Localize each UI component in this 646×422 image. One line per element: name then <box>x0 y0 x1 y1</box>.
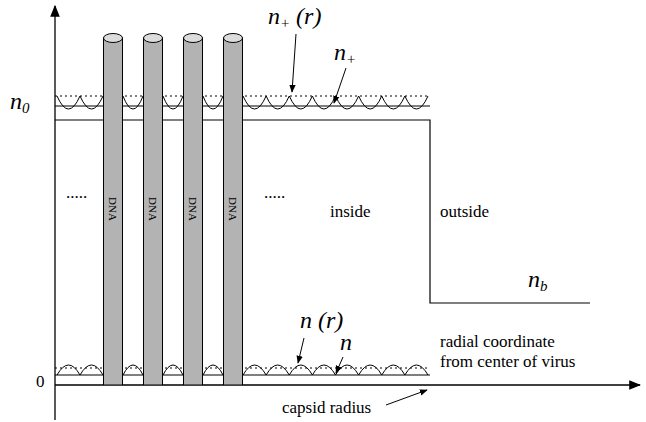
y-axis <box>54 6 55 420</box>
local-density-curve <box>289 96 312 109</box>
dna-label: DNA <box>147 197 159 221</box>
local-density-curve <box>382 96 405 109</box>
local-density-curve <box>243 96 266 109</box>
local-density-curve <box>123 365 143 375</box>
local-density-curve <box>123 96 143 109</box>
cylinder-top <box>224 34 243 43</box>
symbol: n <box>334 39 346 65</box>
concentration-step <box>55 120 590 303</box>
local-density-curve <box>80 96 103 109</box>
cylinder-body <box>184 38 203 385</box>
dna-label: DNA <box>227 197 239 221</box>
density-label: n <box>340 328 352 357</box>
local-density-curve <box>405 96 428 109</box>
region-label: outside <box>440 202 489 222</box>
subscript: b <box>540 278 547 294</box>
leader-arrow <box>292 34 296 92</box>
leader-arrow <box>298 338 304 363</box>
local-density-curve <box>382 365 405 375</box>
argument: (r) <box>290 3 321 29</box>
density-label: n (r) <box>300 306 343 335</box>
symbol: n <box>268 3 280 29</box>
local-density-curve <box>336 96 359 109</box>
local-density-curve <box>266 96 289 109</box>
region-label: inside <box>330 202 371 222</box>
density-label: n+ (r) <box>268 2 321 31</box>
cylinder-top <box>104 34 123 43</box>
cylinder-body <box>224 38 243 385</box>
dna-cylinder: DNA <box>103 33 123 385</box>
local-density-curve <box>336 365 359 375</box>
local-density-curve <box>243 365 266 375</box>
dna-label: DNA <box>107 197 119 221</box>
leader-arrow <box>386 390 427 405</box>
local-density-curve <box>405 365 428 375</box>
local-density-curve <box>57 365 80 375</box>
local-density-curve <box>203 365 223 375</box>
dna-cylinder: DNA <box>183 33 203 385</box>
local-density-curve <box>57 96 80 109</box>
cylinder-top <box>184 34 203 43</box>
local-density-curve <box>289 365 312 375</box>
density-label: nb <box>528 265 547 294</box>
local-density-curve <box>312 96 335 109</box>
axis-value: 0 <box>36 372 45 392</box>
local-density-curve <box>359 365 382 375</box>
cylinder-body <box>104 38 123 385</box>
symbol: n <box>10 88 22 114</box>
cylinder-body <box>144 38 163 385</box>
density-label: n+ <box>334 38 356 67</box>
local-density-curve <box>203 96 223 109</box>
local-density-curve <box>312 365 335 375</box>
leader-arrow <box>336 357 343 373</box>
ellipsis-mark: ..... <box>264 183 285 203</box>
local-density-curve <box>163 365 183 375</box>
subscript: + <box>346 51 356 67</box>
local-density-curve <box>163 96 183 109</box>
axis-value: n0 <box>10 87 29 116</box>
dna-label: DNA <box>187 197 199 221</box>
axis-title: radial coordinate from center of virus <box>440 332 586 373</box>
local-density-curve <box>266 365 289 375</box>
local-density-curve <box>359 96 382 109</box>
local-density-curve <box>80 365 103 375</box>
dna-cylinder: DNA <box>223 33 243 385</box>
annotation: capsid radius <box>282 398 371 418</box>
subscript: 0 <box>22 100 29 116</box>
x-axis <box>55 384 640 385</box>
dna-cylinder: DNA <box>143 33 163 385</box>
symbol: n <box>528 266 540 292</box>
subscript: + <box>280 15 290 31</box>
cylinder-top <box>144 34 163 43</box>
ellipsis-mark: ..... <box>66 183 87 203</box>
